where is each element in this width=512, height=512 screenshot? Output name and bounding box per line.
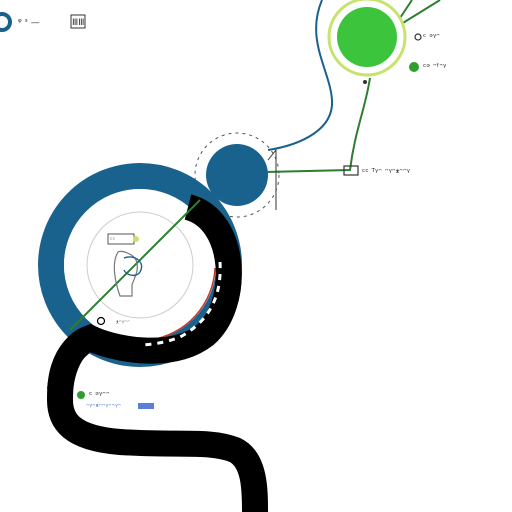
mid-right-label: ᶜᶜ ᵀᵞᵔ ᵔᵞᵔᵜᵔᵔᵞ [362, 168, 411, 178]
bottom-left-subtitle: ᵔᵞᵔᵜᵔᵔᵞᵔᵔᵞᵔ [86, 402, 121, 411]
diagonal-green-line [69, 199, 201, 331]
header: ᵠ ᵌ — ⅢⅢ [0, 12, 86, 32]
bottom-left-blue-bar [138, 403, 154, 409]
black-track-dash-overlay [141, 261, 222, 347]
header-badge-box [70, 14, 86, 29]
small-connector-dot [363, 80, 367, 84]
black-track-overlay [47, 194, 242, 392]
node-top-right-label: ᶜ ᵊᵞᵔ [423, 33, 440, 43]
mid-right-icon [343, 165, 359, 176]
ring-center: ᶜᶜ [107, 233, 143, 297]
header-badge: ⅢⅢ [72, 18, 84, 28]
node-mid-halo [194, 132, 280, 218]
mid-connector-short [267, 148, 277, 210]
header-title: ᵠ ᵌ — [18, 18, 40, 28]
bottom-left-title: ᶜ ᵊᵞᵔᵔ [89, 391, 110, 401]
diagonal-end-dot [96, 316, 106, 326]
bottom-left-legend: ᶜ ᵊᵞᵔᵔ ᵔᵞᵔᵜᵔᵔᵞᵔᵔᵞᵔ [77, 391, 154, 411]
connector-green-top-2 [399, 0, 413, 19]
ring-logo-icon [0, 12, 12, 32]
ring-red-arc [149, 267, 216, 341]
node-top-right-inner [337, 7, 397, 67]
ring-center-dot [133, 236, 139, 242]
node-top-right [327, 0, 407, 77]
bottom-left-green-dot [77, 391, 85, 399]
node-mid-fill [206, 144, 268, 206]
connector-teal-top [267, 0, 334, 151]
node-mid [194, 132, 280, 218]
connector-green-mid [264, 77, 371, 173]
green-dot [409, 62, 419, 72]
ring-bottom-label: ᵜᵔᵞᵔᵔ [116, 319, 130, 327]
top-right-marker [414, 33, 422, 41]
ring-center-glyph-blue [123, 256, 143, 277]
connector-green-top [397, 0, 441, 27]
green-dot-label: ᶜᵊ ᵔᶠᵔᵞ [423, 63, 447, 73]
ring-center-glyph [113, 250, 138, 297]
ring-inner-white [64, 189, 216, 341]
ring-center-label: ᶜᶜ [110, 236, 116, 244]
ring-inner-guide [86, 211, 194, 319]
